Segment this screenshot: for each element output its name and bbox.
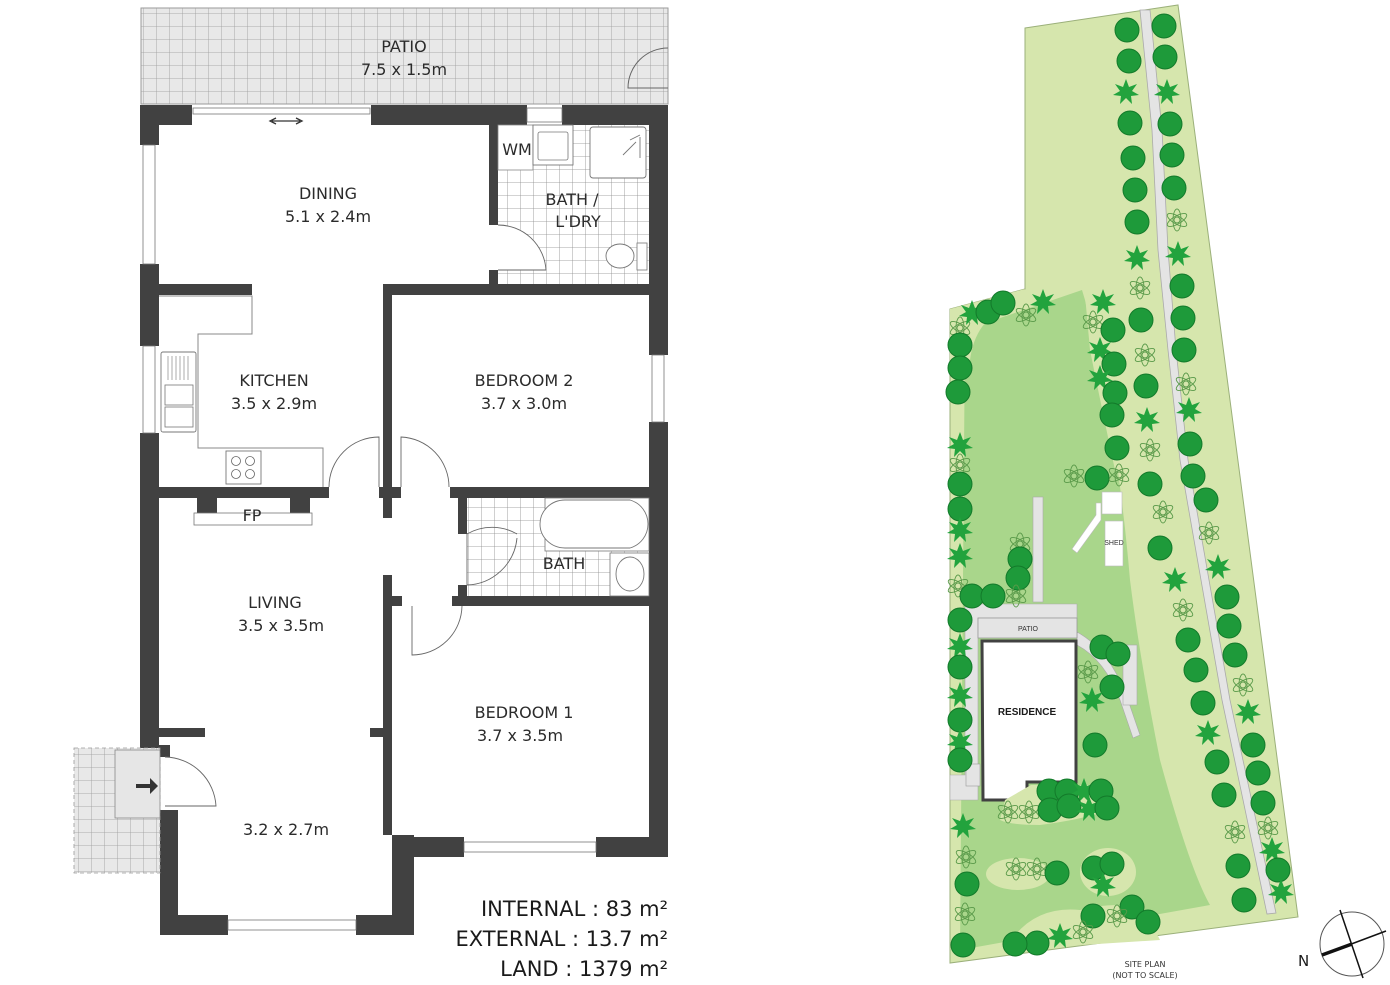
site-plan-caption: SITE PLAN	[1125, 960, 1166, 969]
dining-dims: 5.1 x 2.4m	[285, 207, 371, 226]
shed	[1104, 520, 1124, 567]
fireplace-label: FP	[243, 506, 262, 525]
external-area: EXTERNAL : 13.7 m²	[456, 927, 668, 951]
shed-label: SHED	[1104, 540, 1123, 547]
site-patio	[977, 617, 1078, 639]
laundry-tub-icon	[532, 124, 574, 166]
bath-laundry-label-2: L'DRY	[555, 212, 601, 231]
shed-small	[1101, 491, 1123, 515]
sink-icon	[160, 351, 197, 433]
floor-plan: PATIO 7.5 x 1.5m DINING 5.1 x 2.4m BATH …	[73, 7, 669, 981]
residence	[980, 639, 1078, 802]
side-path	[949, 603, 1078, 801]
patio-label: PATIO	[381, 37, 426, 56]
residence-label: RESIDENCE	[998, 707, 1057, 718]
living-dims: 3.5 x 3.5m	[238, 616, 324, 635]
walls	[140, 105, 668, 935]
site-plan: SHED PATIO RESIDENCE	[945, 4, 1387, 980]
bedroom1-door-icon	[411, 605, 463, 656]
bedroom2-door-icon	[400, 436, 450, 488]
bathtub-icon	[539, 499, 649, 549]
kitchen-label: KITCHEN	[239, 371, 308, 390]
basin-icon	[615, 556, 645, 592]
dining-label: DINING	[299, 184, 357, 203]
bath-label: BATH	[543, 554, 585, 573]
site-patio-label: PATIO	[1018, 626, 1039, 633]
site-plan-scale-note: (NOT TO SCALE)	[1112, 971, 1177, 980]
windows	[142, 107, 665, 931]
toilet-icon	[605, 243, 635, 269]
washing-machine-label: WM	[502, 140, 532, 159]
north-label: N	[1298, 952, 1309, 970]
bedroom2-label: BEDROOM 2	[475, 371, 574, 390]
bath-door-icon	[466, 526, 518, 586]
bedroom1-label: BEDROOM 1	[475, 703, 574, 722]
entry-dims: 3.2 x 2.7m	[243, 820, 329, 839]
north-arrow-icon: N	[1298, 909, 1387, 979]
living-label: LIVING	[248, 593, 302, 612]
cooktop-icon	[225, 450, 262, 485]
laundry-door-icon	[497, 224, 547, 271]
land-area: LAND : 1379 m²	[500, 957, 668, 981]
kitchen-door-icon	[328, 436, 380, 488]
driveway	[1139, 9, 1277, 915]
bath-laundry-label-1: BATH /	[546, 190, 600, 209]
patio-dims: 7.5 x 1.5m	[361, 60, 447, 79]
kitchen-dims: 3.5 x 2.9m	[231, 394, 317, 413]
internal-area: INTERNAL : 83 m²	[481, 897, 668, 921]
shower-icon	[589, 126, 647, 179]
sliding-door-arrow-icon	[268, 117, 304, 125]
patio-door-icon	[627, 47, 669, 89]
fireplace-hearth	[193, 512, 313, 526]
bedroom2-dims: 3.7 x 3.0m	[481, 394, 567, 413]
patio-area	[140, 7, 669, 105]
entry-door-icon	[164, 756, 217, 807]
bedroom1-dims: 3.7 x 3.5m	[477, 726, 563, 745]
entry-arrow-icon	[136, 778, 158, 794]
kitchen-bench	[159, 295, 324, 487]
